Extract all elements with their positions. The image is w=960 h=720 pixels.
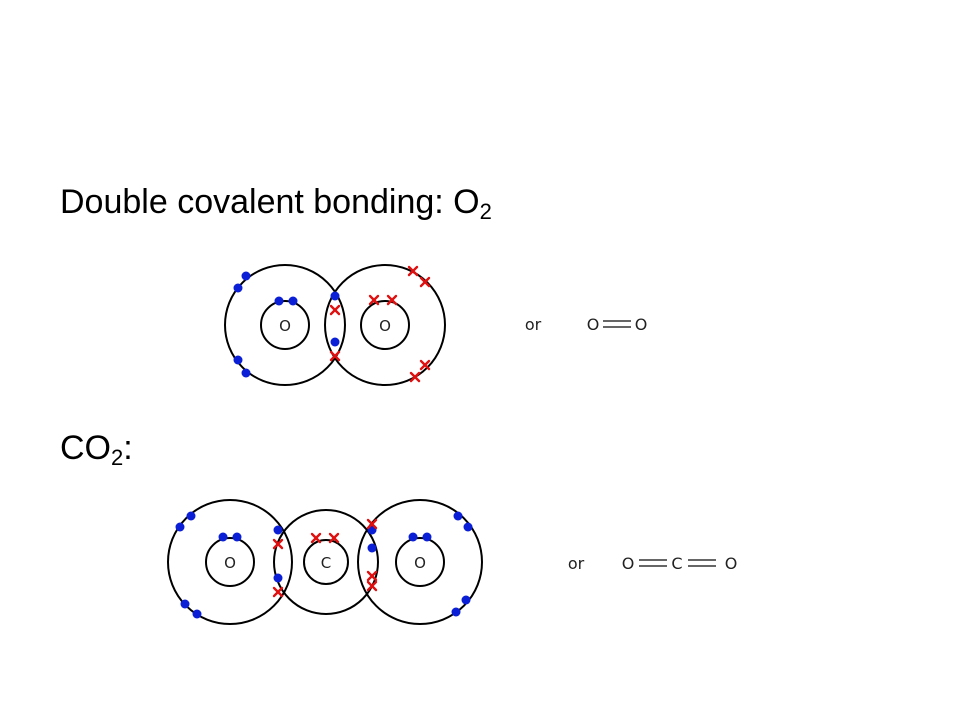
o2-shells	[224, 264, 446, 386]
electron-cross	[366, 518, 378, 530]
electron-dot	[274, 296, 284, 306]
electron-dot	[461, 595, 471, 605]
electron-dot	[233, 355, 243, 365]
electron-dot	[330, 337, 340, 347]
electron-cross	[366, 580, 378, 592]
o2-left-atom-symbol: O	[279, 317, 291, 335]
co2-heading: CO2:	[60, 428, 133, 470]
co2-left-atom-symbol: O	[224, 554, 236, 572]
electron-dot	[218, 532, 228, 542]
co2-formula-atom-2: C	[671, 554, 682, 573]
electron-cross	[368, 294, 380, 306]
o2-left-outer-shell	[224, 264, 346, 386]
o2-formula-atom-1: O	[587, 315, 600, 334]
electron-dot	[233, 283, 243, 293]
electron-cross	[419, 359, 431, 371]
o2-right-outer-shell	[324, 264, 446, 386]
o2-right-atom-symbol: O	[379, 317, 391, 335]
o2-heading-subscript: 2	[479, 199, 492, 224]
co2-left-outer-shell	[167, 499, 293, 625]
electron-cross	[407, 265, 419, 277]
co2-right-atom-symbol: O	[414, 554, 426, 572]
electron-cross	[329, 350, 341, 362]
electron-cross	[328, 532, 340, 544]
o2-right-inner-shell	[360, 300, 410, 350]
electron-cross	[272, 586, 284, 598]
electron-dot	[288, 296, 298, 306]
electron-dot	[453, 511, 463, 521]
o2-left-inner-shell	[260, 300, 310, 350]
electron-dot	[451, 607, 461, 617]
electron-cross	[419, 276, 431, 288]
electron-dot	[192, 609, 202, 619]
electron-cross	[409, 371, 421, 383]
electron-dot	[180, 599, 190, 609]
co2-right-outer-shell	[357, 499, 483, 625]
electron-dot	[241, 271, 251, 281]
co2-formula-atom-1: O	[622, 554, 635, 573]
co2-formula-atom-3: O	[725, 554, 738, 573]
electron-dot	[408, 532, 418, 542]
electron-cross	[386, 294, 398, 306]
co2-heading-suffix: :	[123, 429, 133, 467]
electron-dot	[422, 532, 432, 542]
co2-carbon-electrons	[272, 518, 378, 598]
electron-dot	[273, 525, 283, 535]
co2-right-inner-shell	[395, 537, 445, 587]
electron-dot	[241, 368, 251, 378]
electron-cross	[366, 570, 378, 582]
co2-center-inner-shell	[303, 539, 349, 585]
electron-dot	[232, 532, 242, 542]
co2-heading-subscript: 2	[111, 445, 124, 470]
co2-left-inner-shell	[205, 537, 255, 587]
electron-dot	[175, 522, 185, 532]
co2-center-outer-shell	[273, 509, 379, 615]
o2-heading-text: Double covalent bonding: O	[60, 183, 480, 221]
electron-dot	[463, 522, 473, 532]
o2-or-label: or	[525, 315, 542, 334]
electron-dot	[330, 291, 340, 301]
electron-dot	[367, 543, 377, 553]
co2-center-atom-symbol: C	[321, 554, 331, 572]
electron-dot	[273, 573, 283, 583]
electron-cross	[329, 304, 341, 316]
electron-cross	[310, 532, 322, 544]
electron-dot	[186, 511, 196, 521]
co2-heading-text: CO	[60, 429, 111, 467]
o2-formula-atom-2: O	[635, 315, 648, 334]
o2-left-electrons	[233, 271, 340, 378]
o2-right-electrons	[329, 265, 431, 383]
co2-or-label: or	[568, 554, 585, 573]
electron-cross	[272, 538, 284, 550]
o2-heading: Double covalent bonding: O2	[60, 182, 492, 224]
co2-shells	[167, 499, 483, 625]
